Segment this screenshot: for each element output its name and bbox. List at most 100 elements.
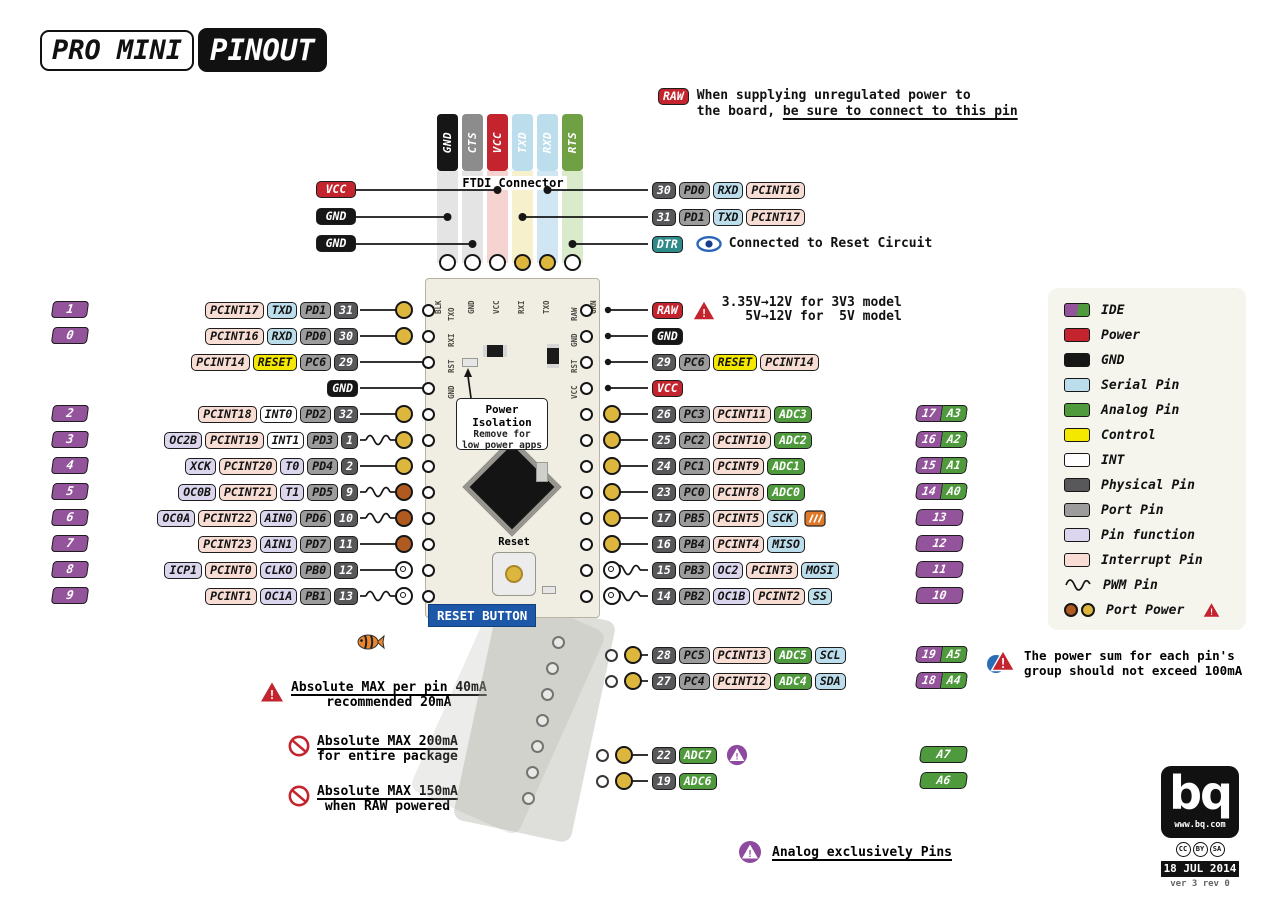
svg-text:!: ! bbox=[1209, 608, 1214, 618]
pill-digital: 14 bbox=[914, 483, 944, 500]
eye-icon-wrap bbox=[696, 236, 722, 252]
arduino-pin-3: 3 bbox=[50, 431, 90, 448]
ftdi-tab-label: VCC bbox=[491, 131, 504, 154]
ftdi-pin-cts bbox=[464, 253, 481, 271]
reset-silk-label: Reset bbox=[498, 536, 530, 548]
raw-voltage-note: 3.35V→12V for 3V3 model 5V→12V for 5V mo… bbox=[722, 296, 902, 324]
pin-badge-pcint18: PCINT18 bbox=[198, 405, 257, 423]
board-silk-rst: RST bbox=[570, 359, 579, 373]
pin-badge-23: 23 bbox=[652, 483, 676, 501]
pin-badge-t0: T0 bbox=[280, 457, 305, 475]
pin-badge-adc1: ADC1 bbox=[767, 457, 805, 475]
ftdi-tab-label: RXD bbox=[541, 131, 554, 154]
pin-badge-30: 30 bbox=[652, 181, 676, 199]
arduino-pin-2: 2 bbox=[50, 405, 90, 422]
ghost-hole bbox=[540, 687, 554, 701]
pin-badge-txd: TXD bbox=[266, 301, 298, 319]
pin-badge-pcint8: PCINT8 bbox=[712, 483, 765, 501]
pin-badge-25: 25 bbox=[652, 431, 676, 449]
ghost-hole bbox=[521, 791, 535, 805]
pin-badge-pcint0: PCINT0 bbox=[205, 561, 257, 579]
pill-analog: A5 bbox=[940, 646, 968, 663]
legend-label: Physical Pin bbox=[1101, 477, 1195, 493]
pin-badge-miso: MISO bbox=[767, 535, 805, 553]
legend-label: Power bbox=[1101, 327, 1141, 343]
title-pro-mini: PRO MINI bbox=[40, 29, 195, 71]
pad-inner-ring bbox=[400, 592, 406, 598]
pin-badge-pd4: PD4 bbox=[307, 457, 339, 475]
brown-pad-icon bbox=[1064, 603, 1078, 617]
pin-badge-pcint16: PCINT16 bbox=[205, 327, 264, 345]
power-sum-note: ! The power sum for each pin's group sho… bbox=[986, 648, 1242, 678]
arduino-pin-6: 6 bbox=[50, 509, 90, 526]
board-hole bbox=[595, 774, 609, 788]
arduino-pin-pill: A6 bbox=[918, 772, 969, 789]
pin-badge-pcint5: PCINT5 bbox=[712, 509, 765, 527]
bq-logo-text: bq bbox=[1169, 766, 1233, 820]
board-hole bbox=[579, 563, 593, 577]
pill-digital: 13 bbox=[914, 509, 965, 526]
solder-pad bbox=[624, 672, 642, 690]
pin-badge-mosi: MOSI bbox=[800, 561, 839, 579]
pin-badge-adc7: ADC7 bbox=[678, 746, 717, 764]
pin-badge-ss: SS bbox=[807, 587, 832, 605]
pill-analog: A3 bbox=[940, 405, 968, 422]
pin-badge-27: 27 bbox=[652, 672, 676, 690]
pin-badge-reset: RESET bbox=[712, 353, 758, 371]
arduino-pin-pill: 10 bbox=[914, 587, 965, 604]
pin-badge-15: 15 bbox=[652, 561, 676, 579]
board-hole bbox=[579, 589, 593, 603]
title-pinout: PINOUT bbox=[198, 28, 327, 72]
pin-badge-pcint10: PCINT10 bbox=[712, 431, 772, 449]
solder-pad bbox=[395, 431, 413, 449]
pin-badge-pb0: PB0 bbox=[300, 561, 332, 579]
pin-badge-29: 29 bbox=[334, 353, 358, 371]
pin-badge-vcc: VCC bbox=[652, 379, 683, 397]
pin-badge-oc1a: OC1A bbox=[259, 587, 298, 605]
legend-item-interrupt-pin: Interrupt Pin bbox=[1064, 551, 1203, 569]
board-hole bbox=[579, 381, 593, 395]
pin-badge-pcint17: PCINT17 bbox=[746, 208, 805, 226]
warning-triangle-icon: ! bbox=[693, 301, 714, 319]
arduino-pin-8: 8 bbox=[50, 561, 90, 578]
pin-badge-pcint20: PCINT20 bbox=[218, 457, 278, 475]
board-hole bbox=[604, 674, 618, 688]
poster-version: ver 3 rev 0 bbox=[1170, 879, 1230, 889]
solder-pad bbox=[603, 431, 621, 449]
board-hole bbox=[579, 329, 593, 343]
legend-label: Port Pin bbox=[1101, 502, 1164, 518]
board-silk-rxi: RXI bbox=[516, 300, 526, 314]
legend-item-gnd: GND bbox=[1064, 351, 1124, 369]
ftdi-pin-gnd bbox=[439, 253, 456, 271]
legend-swatch bbox=[1064, 553, 1090, 567]
power-isolation-callout: Power Isolation Remove for low power app… bbox=[456, 398, 548, 451]
board-silk-txo: TXO bbox=[447, 307, 456, 321]
spi-lines-icon bbox=[804, 509, 826, 527]
board-hole bbox=[579, 407, 593, 421]
legend-item-port-pin: Port Pin bbox=[1064, 501, 1164, 519]
solder-pad bbox=[624, 646, 642, 664]
pin-badge-17: 17 bbox=[652, 509, 676, 527]
analog-exclusive-icon: ! bbox=[739, 841, 761, 863]
legend-item-int: INT bbox=[1064, 451, 1124, 469]
pin-badge-16: 16 bbox=[652, 535, 676, 553]
legend-item-pin-function: Pin function bbox=[1064, 526, 1195, 544]
pin-badge-pb2: PB2 bbox=[678, 587, 710, 605]
pin-badge-pb1: PB1 bbox=[300, 587, 332, 605]
legend-label: Port Power bbox=[1106, 602, 1185, 618]
board-silk-raw: RAW bbox=[570, 307, 579, 321]
wire bbox=[365, 590, 391, 602]
cc-license-icons: cc by sa bbox=[1175, 842, 1225, 857]
pin-badge-pd1: PD1 bbox=[300, 301, 332, 319]
pin-badge-11: 11 bbox=[334, 535, 358, 553]
legend-item-serial-pin: Serial Pin bbox=[1064, 376, 1179, 394]
